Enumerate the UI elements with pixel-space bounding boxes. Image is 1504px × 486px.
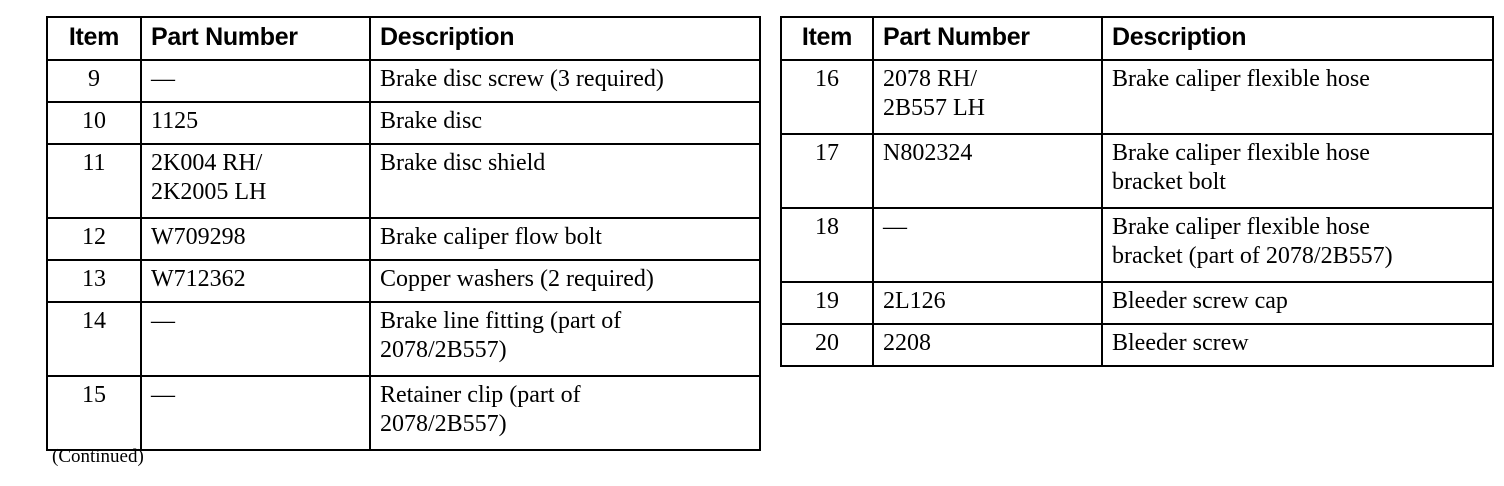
cell-text-line: 2078/2B557) [380, 410, 507, 437]
cell-description: Brake disc shield [369, 143, 761, 219]
continued-caption: (Continued) [52, 446, 144, 467]
column-header-item: Item [780, 16, 874, 61]
cell-item: 16 [780, 59, 874, 135]
cell-description: Bleeder screw [1101, 323, 1494, 367]
cell-text-line: — [883, 214, 907, 240]
cell-text-line: W709298 [151, 224, 246, 250]
cell-item: 14 [46, 301, 142, 377]
cell-text-line: Retainer clip (part of [380, 382, 581, 408]
cell-text-line: Brake disc shield [380, 150, 546, 176]
cell-text-line: bracket (part of 2078/2B557) [1112, 242, 1393, 269]
table-row: 20 2208 Bleeder screw [780, 323, 1494, 367]
cell-item: 19 [780, 281, 874, 325]
cell-part-number: — [140, 375, 371, 451]
cell-part-number: 2208 [872, 323, 1103, 367]
cell-item: 11 [46, 143, 142, 219]
table-row: 19 2L126 Bleeder screw cap [780, 281, 1494, 325]
cell-text-line: 2B557 LH [883, 94, 985, 121]
cell-item: 15 [46, 375, 142, 451]
cell-text-line: Bleeder screw cap [1112, 288, 1288, 314]
cell-part-number: 2L126 [872, 281, 1103, 325]
cell-text-line: 2K2005 LH [151, 178, 267, 205]
cell-item: 12 [46, 217, 142, 261]
cell-text-line: 2K004 RH/ [151, 150, 263, 176]
cell-part-number: — [140, 301, 371, 377]
column-header-description: Description [1101, 16, 1494, 61]
header-row: Item Part Number Description [780, 16, 1494, 61]
cell-text-line: 2078 RH/ [883, 66, 978, 92]
cell-item: 17 [780, 133, 874, 209]
cell-text-line: 2078/2B557) [380, 336, 507, 363]
cell-description: Brake disc screw (3 required) [369, 59, 761, 103]
cell-text-line: Brake disc [380, 108, 482, 134]
cell-text-line: W712362 [151, 266, 246, 292]
cell-text-line: Brake caliper flow bolt [380, 224, 602, 250]
cell-part-number: W709298 [140, 217, 371, 261]
cell-text-line: Brake caliper flexible hose [1112, 66, 1370, 92]
cell-text-line: Brake disc screw (3 required) [380, 66, 664, 92]
cell-part-number: 2078 RH/2B557 LH [872, 59, 1103, 135]
cell-part-number: — [872, 207, 1103, 283]
header-row: Item Part Number Description [46, 16, 761, 61]
column-header-part-number: Part Number [872, 16, 1103, 61]
column-header-item: Item [46, 16, 142, 61]
cell-item: 18 [780, 207, 874, 283]
cell-text-line: 1125 [151, 108, 199, 134]
cell-text-line: Brake caliper flexible hose [1112, 140, 1370, 166]
cell-text-line: — [151, 382, 175, 408]
cell-part-number: W712362 [140, 259, 371, 303]
cell-item: 20 [780, 323, 874, 367]
cell-text-line: 2L126 [883, 288, 946, 314]
table-header-right: Item Part Number Description [780, 16, 1494, 61]
cell-text-line: Bleeder screw [1112, 330, 1249, 356]
cell-text-line: — [151, 308, 175, 334]
cell-text-line: 2208 [883, 330, 931, 356]
cell-part-number: 1125 [140, 101, 371, 145]
cell-text-line: — [151, 66, 175, 92]
table-header-left: Item Part Number Description [46, 16, 761, 61]
cell-item: 13 [46, 259, 142, 303]
cell-part-number: — [140, 59, 371, 103]
cell-text-line: Brake line fitting (part of [380, 308, 622, 334]
cell-text-line: bracket bolt [1112, 168, 1226, 195]
table-row: 9 — Brake disc screw (3 required) [46, 59, 761, 103]
cell-description: Brake disc [369, 101, 761, 145]
column-header-description: Description [369, 16, 761, 61]
cell-text-line: N802324 [883, 140, 973, 166]
cell-part-number: N802324 [872, 133, 1103, 209]
cell-description: Copper washers (2 required) [369, 259, 761, 303]
cell-item: 10 [46, 101, 142, 145]
table-row: 10 1125 Brake disc [46, 101, 761, 145]
cell-description: Brake caliper flow bolt [369, 217, 761, 261]
cell-part-number: 2K004 RH/2K2005 LH [140, 143, 371, 219]
table-row: 12 W709298 Brake caliper flow bolt [46, 217, 761, 261]
parts-table-left: Item Part Number Description 9 — Brake dis… [46, 16, 761, 451]
cell-text-line: Brake caliper flexible hose [1112, 214, 1370, 240]
cell-item: 9 [46, 59, 142, 103]
cell-description: Brake caliper flexible hose [1101, 59, 1494, 135]
cell-text-line: Copper washers (2 required) [380, 266, 654, 292]
column-header-part-number: Part Number [140, 16, 371, 61]
table-row: 13 W712362 Copper washers (2 required) [46, 259, 761, 303]
cell-description: Bleeder screw cap [1101, 281, 1494, 325]
